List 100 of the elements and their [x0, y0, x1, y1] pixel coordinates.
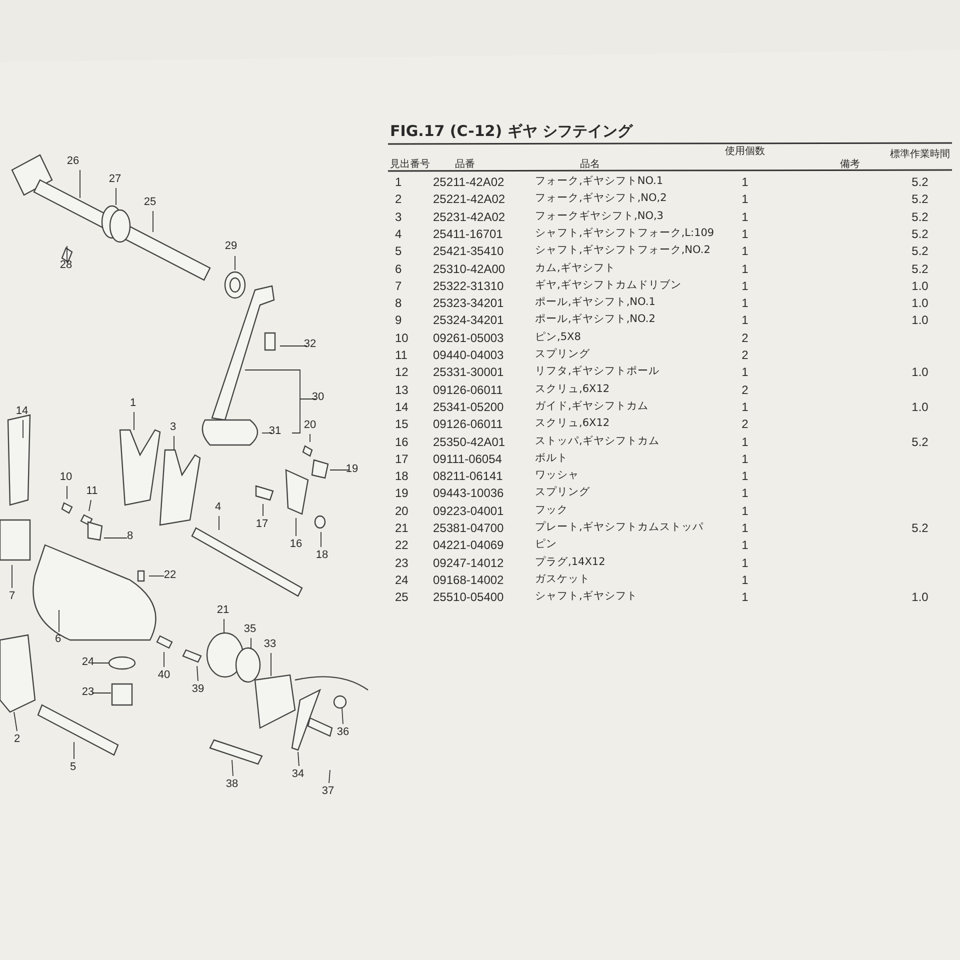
table-cell: 12	[395, 366, 408, 378]
callout-number: 21	[215, 605, 231, 616]
table-cell: 23	[395, 556, 408, 569]
leader-line	[58, 610, 60, 632]
table-cell-text: 1	[740, 556, 750, 569]
callout-number: 14	[14, 406, 30, 417]
leader-line	[22, 420, 24, 438]
table-cell-text: 2	[740, 418, 750, 430]
callout-number: 24	[80, 657, 96, 668]
callout-number: 2	[9, 734, 25, 745]
table-cell-text: 1.0	[910, 366, 930, 378]
callout-number: 40	[156, 670, 172, 681]
callout-number: 7	[4, 591, 20, 602]
table-cell: 09111-06054	[433, 452, 502, 465]
table-cell: 09168-14002	[433, 574, 504, 586]
table-cell-text: 1	[740, 452, 750, 465]
table-cell: 25231-42A02	[433, 210, 506, 223]
table-cell-text: 1	[740, 539, 750, 552]
table-cell: プラグ,14X12	[535, 556, 606, 568]
table-cell-text: 1	[740, 366, 750, 378]
table-cell: 6	[395, 262, 402, 274]
table-cell: シャフト,ギヤシフト	[535, 591, 638, 602]
table-cell: フォーク,ギヤシフトNO.1	[535, 176, 664, 186]
table-cell: 25341-05200	[433, 400, 504, 413]
callout-number: 28	[58, 260, 74, 271]
table-cell: ピン,5X8	[535, 332, 581, 342]
table-cell: 17	[395, 452, 408, 465]
callout-number: 22	[162, 570, 178, 581]
column-header: 使用個数	[724, 147, 766, 157]
table-cell: カム,ギヤシフト	[535, 262, 616, 273]
table-cell: 18	[395, 470, 408, 482]
table-cell: スプリング	[535, 349, 590, 360]
table-cell: 08211-06141	[433, 470, 503, 482]
table-cell: 25421-35410	[433, 245, 504, 258]
table-cell: 09223-04001	[433, 504, 504, 517]
table-cell: 09443-10036	[433, 487, 504, 500]
table-cell-text: 2	[740, 384, 750, 396]
callout-number: 23	[80, 687, 96, 698]
table-cell-text: 5.2	[910, 522, 930, 534]
table-cell: 5	[395, 245, 402, 258]
table-cell-text: 2	[740, 332, 750, 344]
callout-number: 37	[320, 786, 336, 797]
leader-line	[152, 210, 154, 232]
leader-line	[14, 712, 18, 732]
leader-line	[320, 532, 322, 548]
table-cell-text: 5.2	[910, 245, 930, 258]
callout-number: 25	[142, 197, 158, 208]
leader-line	[88, 500, 92, 512]
table-cell: 25381-04700	[433, 522, 504, 534]
table-cell: ギヤ,ギヤシフトカムドリブン	[535, 280, 682, 290]
callout-number: 26	[65, 156, 81, 167]
table-cell: スクリュ,6X12	[535, 418, 610, 429]
table-cell: 14	[395, 400, 408, 413]
callout-number: 20	[302, 420, 318, 431]
table-cell-text: 1	[740, 522, 750, 534]
table-cell: 09126-06011	[433, 418, 503, 430]
leader-line	[232, 760, 234, 776]
table-cell: 16	[395, 436, 408, 448]
leader-line	[298, 752, 300, 766]
leader-line	[270, 652, 272, 676]
table-cell-text: 1	[740, 297, 750, 310]
table-cell: 8	[395, 297, 402, 310]
table-cell-text: 1.0	[910, 314, 930, 326]
leader-line	[328, 770, 330, 784]
callout-number: 6	[50, 634, 66, 645]
table-cell-text: 5.2	[910, 228, 930, 240]
callout-number: 39	[190, 684, 206, 695]
table-cell: 25510-05400	[433, 591, 504, 604]
table-cell-text: 5.2	[910, 262, 930, 274]
leader-line	[92, 662, 110, 664]
table-cell: フォーク,ギヤシフト,NO,2	[535, 193, 667, 204]
table-cell: 25	[395, 591, 408, 604]
callout-number: 10	[58, 472, 74, 483]
table-cell: スクリュ,6X12	[535, 384, 610, 394]
table-cell-text: 5.2	[910, 210, 930, 223]
table-cell: 19	[395, 487, 408, 500]
table-cell: 09261-05003	[433, 332, 504, 344]
callout-number: 4	[210, 502, 226, 513]
table-cell: 21	[395, 522, 408, 534]
table-cell: 20	[395, 504, 408, 517]
table-cell: 4	[395, 228, 402, 240]
table-cell: プレート,ギヤシフトカムストッパ	[535, 522, 704, 532]
leader-line	[234, 256, 236, 270]
table-cell-text: 2	[740, 349, 750, 361]
column-header: 品名	[580, 160, 600, 170]
table-cell-text: 1.0	[910, 591, 930, 604]
table-cell-text: 1	[740, 436, 750, 448]
table-cell: 2	[395, 193, 402, 206]
callout-number: 35	[242, 624, 258, 635]
table-cell-text: 1	[740, 280, 750, 292]
table-cell: 13	[395, 384, 408, 396]
leader-line	[218, 516, 220, 530]
leader-line	[196, 666, 198, 682]
table-cell: シャフト,ギヤシフトフォーク,NO.2	[535, 245, 710, 256]
table-cell: 7	[395, 280, 402, 292]
callout-number: 33	[262, 639, 278, 650]
callout-number: 36	[335, 727, 351, 738]
column-header: 見出番号	[390, 160, 430, 170]
table-cell-text: 1	[740, 176, 750, 188]
leader-line	[244, 370, 316, 434]
